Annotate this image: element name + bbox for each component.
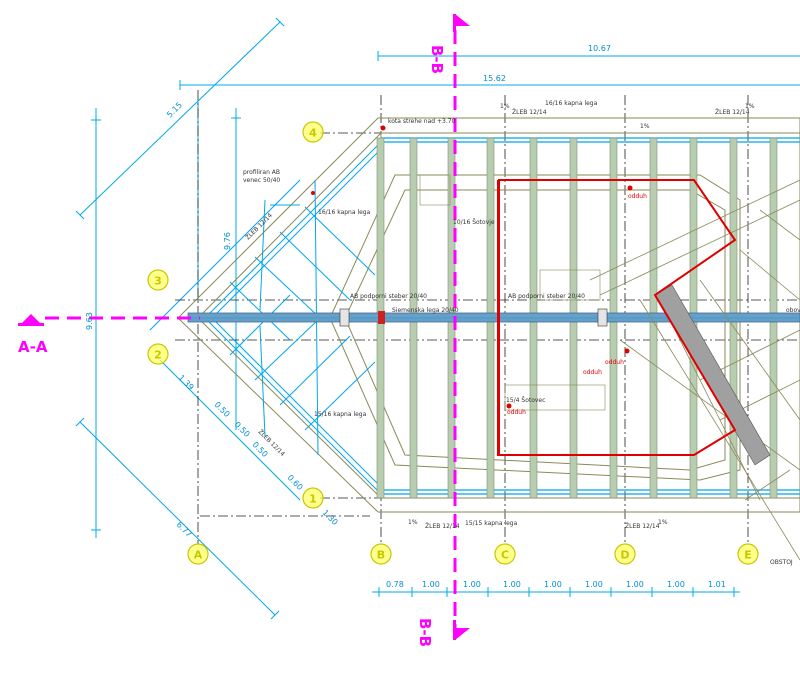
dim-bottom-5: 1.00 — [585, 580, 603, 589]
section-label-bb-top: B-B — [428, 45, 446, 74]
label-pct-3: 1% — [408, 519, 418, 526]
label-kapna-diag2: 15/16 kapna lega — [314, 411, 367, 418]
label-zleb-bot-1: ŽLEB 12/14 — [425, 522, 460, 530]
axis-label-a: A — [194, 549, 203, 562]
label-kapna-top: 16/16 kapna lega — [545, 100, 598, 107]
dim-bottom-6: 1.00 — [626, 580, 644, 589]
dim-bottom-0: 0.78 — [386, 580, 404, 589]
dim-small-6: 1.30 — [321, 508, 340, 527]
label-zleb-top-2: ŽLEB 12/14 — [715, 108, 750, 116]
section-labels: A-A B-B B-B — [18, 45, 446, 647]
axis-bubble-d — [614, 543, 636, 565]
axis-label-3: 3 — [154, 275, 162, 288]
roof-outline — [177, 117, 800, 513]
label-obstoj: OBSTOJ — [770, 559, 793, 566]
odduh-labels: odduh odduh odduh odduh — [507, 193, 647, 416]
inner-rectangles — [419, 174, 606, 411]
label-nosilec-2: AB podporni steber 20/40 — [508, 293, 585, 300]
dim-bottom-2: 1.00 — [463, 580, 481, 589]
section-label-aa: A-A — [18, 338, 48, 356]
dim-small-2: 0.50 — [213, 400, 232, 419]
dim-small-1: 1.39 — [177, 373, 196, 392]
dim-bottom-3: 1.00 — [503, 580, 521, 589]
axis-label-4: 4 — [309, 127, 317, 140]
diagonal-rafters — [204, 142, 381, 494]
label-odduh-1: odduh — [628, 193, 647, 200]
dim-bottom-1: 1.00 — [422, 580, 440, 589]
label-profiliran: profiliran AB — [243, 169, 280, 176]
dim-diag-top: 5.15 — [165, 100, 184, 119]
label-odduh-3: odduh — [583, 369, 602, 376]
axis-label-e: E — [744, 549, 752, 562]
dim-left-2: 9.63 — [85, 312, 94, 330]
rotated-beam — [654, 284, 771, 466]
dim-diag-bottom: 6.77 — [175, 520, 194, 539]
dim-top-2: 15.62 — [483, 74, 506, 83]
label-pct-2: 1% — [745, 103, 755, 110]
dim-bottom-7: 1.00 — [667, 580, 685, 589]
axis-label-2: 2 — [154, 349, 162, 362]
red-outline — [497, 179, 737, 456]
axis-label-d: D — [620, 549, 629, 562]
axis-label-c: C — [501, 549, 509, 562]
section-lines — [45, 30, 457, 630]
dim-bottom-4: 1.00 — [544, 580, 562, 589]
label-pct-1: 1% — [500, 103, 510, 110]
axis-bubble-labels: A B C D E 4 3 2 1 — [154, 127, 752, 562]
dim-small-3: 0.50 — [233, 420, 252, 439]
dim-bottom-8: 1.01 — [708, 580, 726, 589]
axis-bubble-3 — [147, 269, 169, 291]
dim-top-1: 10.67 — [588, 44, 611, 53]
axis-bubble-4 — [302, 121, 324, 143]
label-kapna-bot: 15/15 kapna lega — [465, 520, 518, 527]
label-venec: venec 50/40 — [243, 177, 280, 184]
label-nosilec-1: AB podporni steber 20/40 — [350, 293, 427, 300]
label-right-edge: obov — [786, 307, 800, 314]
label-pct-5: 1% — [640, 123, 650, 130]
label-odduh-2: odduh — [605, 359, 624, 366]
axis-bubble-a — [187, 543, 209, 565]
label-odduh-4: odduh — [507, 409, 526, 416]
axis-bubble-1 — [302, 487, 324, 509]
axis-bubble-b — [370, 543, 392, 565]
axis-label-1: 1 — [309, 493, 317, 506]
label-zleb-top-1: ŽLEB 12/14 — [512, 108, 547, 116]
label-sotovje2: 15/4 Šotovec — [506, 397, 545, 404]
odduh-markers — [311, 125, 633, 409]
label-sotovje: 10/16 Šotovje — [453, 219, 495, 226]
label-siemenska: Siemenska lega 20/40 — [392, 307, 459, 314]
label-zleb-bot-2: ŽLEB 12/14 — [625, 522, 660, 530]
section-markers — [18, 14, 470, 640]
axis-bubble-c — [494, 543, 516, 565]
axis-bubble-2 — [147, 343, 169, 365]
dim-small-5: 0.60 — [286, 473, 305, 492]
dim-left-1: 9.76 — [223, 232, 232, 250]
axis-bubbles — [147, 121, 759, 565]
axis-label-b: B — [377, 549, 385, 562]
axis-bubble-e — [737, 543, 759, 565]
section-label-bb-bottom: B-B — [416, 618, 434, 647]
label-pct-4: 1% — [658, 519, 668, 526]
label-kapna-diag: 16/16 kapna lega — [318, 209, 371, 216]
label-kota: kota strehe nad +3.70 — [388, 118, 456, 125]
